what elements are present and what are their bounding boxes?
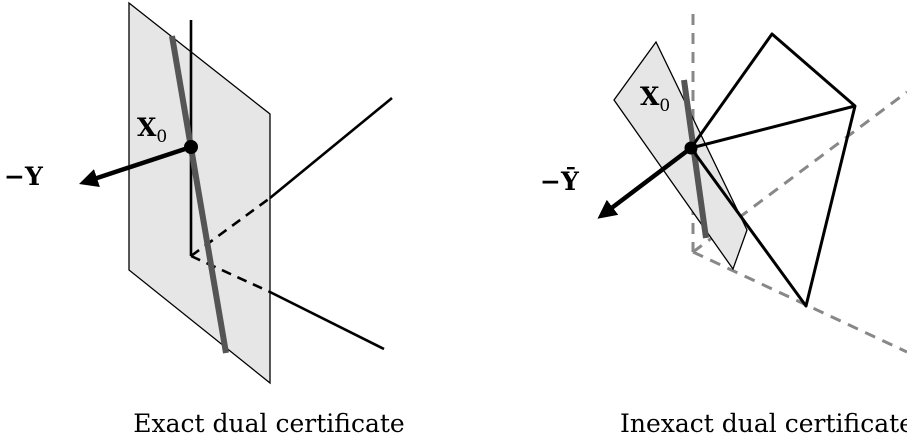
- right-point-label: X0: [640, 82, 670, 116]
- right-cone-edge-lower: [692, 250, 907, 354]
- left-dual-arrow: [79, 144, 192, 188]
- right-arrow-label: −Ȳ: [540, 167, 580, 196]
- right-dual-arrow: [597, 146, 693, 219]
- left-cone-edge-upper: [269, 96, 393, 200]
- left-point-x0: [184, 140, 198, 154]
- left-panel: X0 −Y Exact dual certificate: [4, 1, 405, 438]
- right-face-line: [681, 79, 709, 239]
- left-arrow-label: −Y: [4, 162, 44, 191]
- right-polytope: [689, 32, 857, 308]
- right-panel: X0 −Ȳ Inexact dual certificate: [540, 14, 907, 438]
- right-caption: Inexact dual certificate: [620, 409, 907, 438]
- left-cone-edge-lower-hidden: [190, 254, 271, 294]
- left-cone-edge-lower: [269, 290, 385, 351]
- left-caption: Exact dual certificate: [133, 409, 404, 438]
- right-point-x0: [684, 141, 698, 155]
- left-face-line: [169, 35, 229, 354]
- left-point-label: X0: [137, 113, 167, 147]
